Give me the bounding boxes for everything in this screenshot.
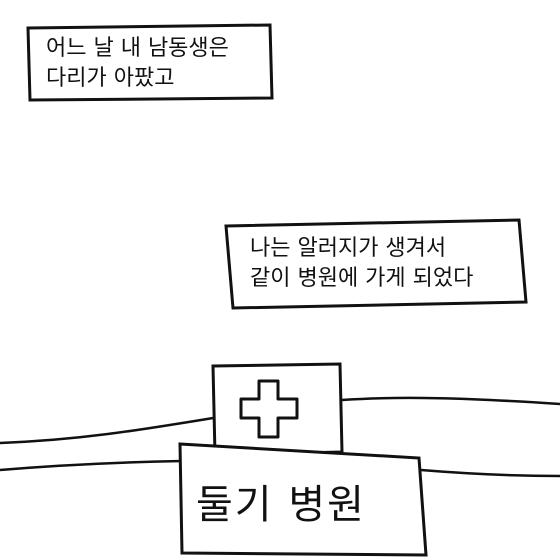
medical-cross-icon (239, 379, 299, 439)
hospital-sign-board (178, 442, 428, 557)
caption-top: 어느 날 내 남동생은 다리가 아팠고 (46, 34, 229, 94)
hospital-sign-label: 둘기 병원 (196, 482, 366, 528)
caption-top-box (26, 23, 274, 102)
caption-middle: 나는 알러지가 생겨서 같이 병원에 가게 되었다 (250, 234, 473, 294)
caption-middle-line-2: 같이 병원에 가게 되었다 (250, 266, 474, 291)
ground-line-upper (0, 396, 560, 445)
caption-top-line-2: 다리가 아팠고 (46, 66, 175, 91)
caption-middle-box (224, 218, 528, 310)
caption-middle-line-1: 나는 알러지가 생겨서 (250, 236, 447, 261)
ground-line-lower (0, 459, 560, 478)
caption-top-line-1: 어느 날 내 남동생은 (46, 36, 229, 61)
